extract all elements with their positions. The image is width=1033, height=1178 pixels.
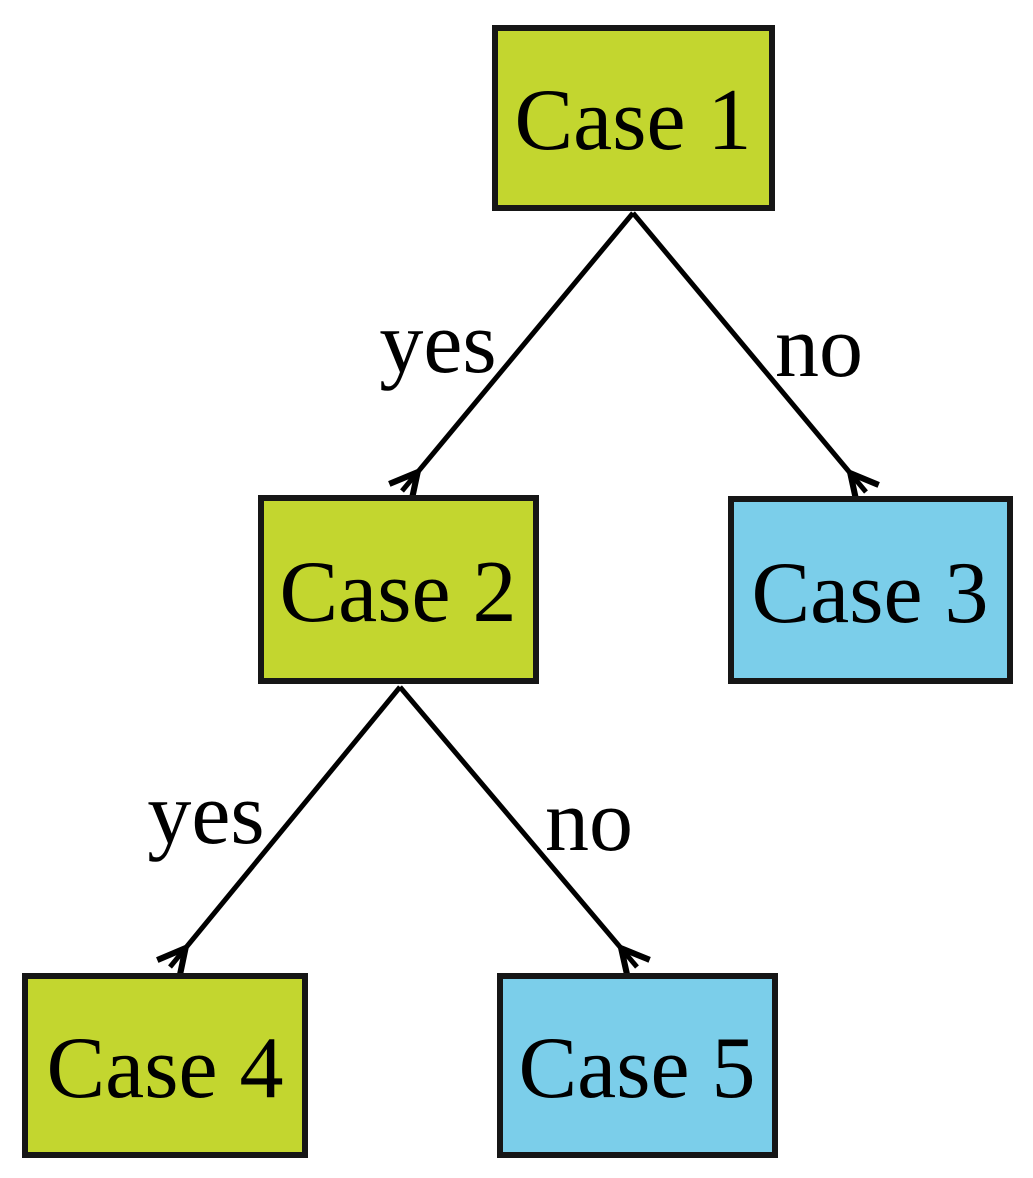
node-case-1: [492, 25, 775, 211]
edge-label-no-top: no: [775, 299, 863, 396]
node-label-case-2: Case 2: [279, 544, 516, 641]
node-label-case-1: Case 1: [514, 72, 751, 169]
edge-case1-case3-no: [631, 211, 866, 492]
edge-case1-case2-yes: [402, 211, 635, 491]
node-case-4: [22, 973, 308, 1158]
node-label-case-3: Case 3: [751, 545, 988, 642]
edge-case2-case4-yes: [170, 685, 402, 967]
node-case-2: [258, 495, 539, 684]
edge-label-yes-bottom: yes: [147, 766, 264, 863]
edge-case2-case5-no: [398, 685, 637, 967]
node-label-case-5: Case 5: [518, 1020, 755, 1117]
edge-label-no-bottom: no: [545, 773, 633, 870]
node-case-3: [728, 496, 1013, 684]
node-label-case-4: Case 4: [46, 1020, 283, 1117]
node-case-5: [497, 973, 778, 1158]
edge-label-yes-top: yes: [379, 295, 496, 392]
